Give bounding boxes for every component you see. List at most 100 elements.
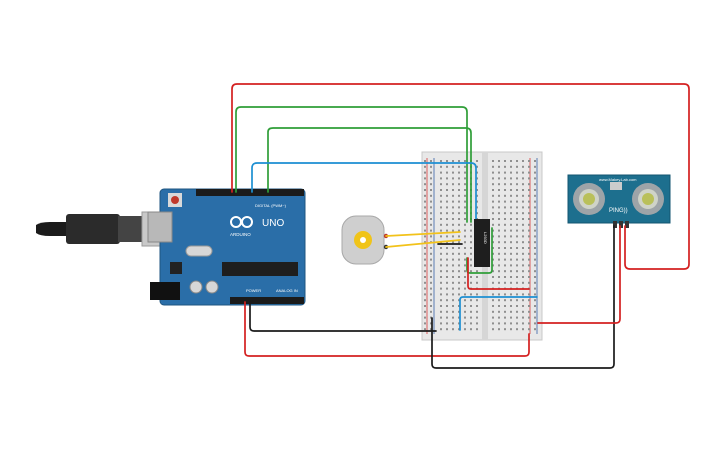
breadboard-hole: [528, 276, 530, 278]
breadboard-hole: [440, 252, 442, 255]
breadboard-hole: [470, 235, 472, 238]
breadboard-hole: [424, 281, 426, 284]
breadboard-hole: [446, 328, 448, 331]
breadboard-hole: [464, 287, 466, 290]
breadboard-hole: [476, 299, 478, 302]
breadboard-hole: [470, 270, 472, 273]
breadboard-hole: [430, 206, 432, 209]
breadboard-hole: [424, 212, 426, 215]
breadboard-hole: [446, 183, 448, 186]
breadboard-hole: [492, 171, 494, 174]
breadboard-hole: [464, 270, 466, 273]
breadboard-hole: [522, 229, 524, 232]
breadboard-hole: [528, 299, 530, 302]
wires: [231, 83, 690, 369]
breadboard-hole: [492, 200, 494, 203]
breadboard-hole: [504, 281, 506, 284]
breadboard-hole: [528, 264, 530, 267]
breadboard-hole: [470, 328, 472, 331]
breadboard-hole: [424, 189, 426, 191]
breadboard-hole: [522, 160, 524, 162]
breadboard-hole: [516, 194, 518, 197]
breadboard-hole: [470, 252, 472, 255]
breadboard-hole: [476, 200, 478, 203]
breadboard-hole: [522, 200, 524, 203]
breadboard-hole: [424, 270, 426, 273]
breadboard-hole: [470, 276, 472, 278]
breadboard-hole: [528, 171, 530, 174]
breadboard-hole: [452, 252, 454, 255]
breadboard-hole: [510, 223, 512, 226]
breadboard-hole: [458, 218, 460, 220]
breadboard-hole: [510, 183, 512, 186]
breadboard-hole: [510, 165, 512, 168]
breadboard-hole: [440, 299, 442, 302]
breadboard-hole: [440, 194, 442, 197]
breadboard-hole: [446, 160, 448, 162]
breadboard-hole: [498, 171, 500, 174]
breadboard-hole: [430, 194, 432, 197]
breadboard-hole: [452, 322, 454, 325]
breadboard-hole: [516, 212, 518, 215]
breadboard-hole: [504, 200, 506, 203]
breadboard-hole: [504, 258, 506, 261]
wire-red-board: [467, 257, 530, 290]
breadboard-hole: [458, 165, 460, 168]
breadboard-hole: [452, 194, 454, 197]
breadboard-hole: [476, 171, 478, 174]
breadboard-hole: [522, 316, 524, 319]
breadboard-hole: [446, 310, 448, 313]
breadboard-hole: [522, 264, 524, 267]
breadboard-hole: [528, 206, 530, 209]
breadboard-hole: [440, 189, 442, 191]
breadboard-hole: [452, 328, 454, 331]
breadboard-hole: [498, 200, 500, 203]
breadboard-hole: [498, 212, 500, 215]
arduino-board: UNO ARDUINO DIGITAL (PWM~) POWER ANALOG …: [147, 188, 306, 306]
breadboard-hole: [528, 183, 530, 186]
breadboard-hole: [476, 189, 478, 191]
wire-yellow-1: [385, 231, 461, 237]
breadboard-hole: [430, 316, 432, 319]
breadboard-hole: [446, 194, 448, 197]
breadboard-hole: [492, 206, 494, 209]
breadboard-hole: [446, 316, 448, 319]
breadboard-hole: [510, 206, 512, 209]
breadboard-hole: [458, 276, 460, 278]
breadboard-hole: [464, 171, 466, 174]
breadboard-hole: [492, 328, 494, 331]
breadboard-hole: [522, 293, 524, 296]
breadboard-hole: [452, 316, 454, 319]
breadboard-hole: [522, 171, 524, 174]
breadboard-hole: [476, 183, 478, 186]
wire-blue-board: [459, 296, 538, 331]
breadboard-hole: [504, 194, 506, 197]
breadboard-hole: [424, 177, 426, 180]
breadboard-hole: [446, 270, 448, 273]
breadboard-hole: [492, 218, 494, 220]
breadboard-hole: [522, 212, 524, 215]
breadboard-hole: [498, 160, 500, 162]
breadboard-hole: [452, 189, 454, 191]
breadboard-hole: [464, 316, 466, 319]
breadboard-hole: [534, 316, 536, 319]
breadboard-hole: [510, 177, 512, 180]
breadboard-hole: [470, 241, 472, 244]
breadboard-hole: [504, 177, 506, 180]
breadboard-hole: [476, 206, 478, 209]
breadboard-hole: [476, 160, 478, 162]
breadboard-hole: [424, 305, 426, 307]
breadboard-hole: [510, 322, 512, 325]
breadboard-hole: [528, 281, 530, 284]
breadboard-hole: [528, 305, 530, 307]
breadboard-hole: [522, 235, 524, 238]
breadboard-hole: [516, 316, 518, 319]
breadboard-hole: [430, 264, 432, 267]
breadboard-hole: [534, 287, 536, 290]
breadboard-hole: [492, 281, 494, 284]
breadboard-hole: [446, 241, 448, 244]
breadboard-hole: [516, 183, 518, 186]
breadboard-hole: [516, 171, 518, 174]
breadboard-hole: [458, 293, 460, 296]
